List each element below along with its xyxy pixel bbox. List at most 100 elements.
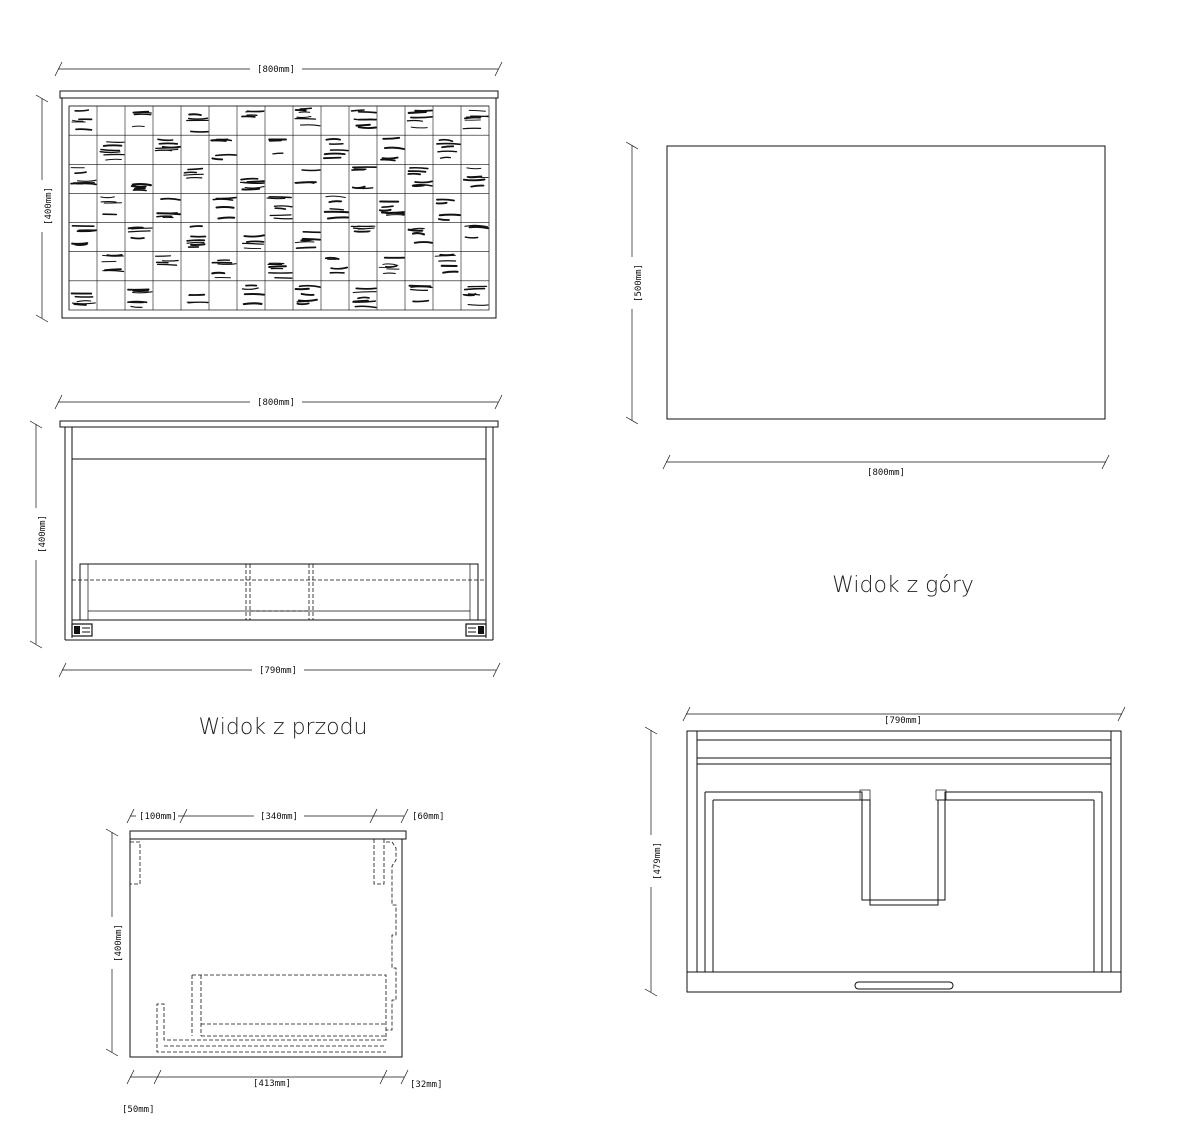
wood-grain-stroke [211, 157, 224, 161]
wood-grain-stroke [131, 182, 152, 187]
dimension-tick [644, 988, 658, 997]
wood-grain-stroke [386, 214, 405, 216]
wood-grain-stroke [272, 152, 284, 155]
siphon-cutout-inner [713, 799, 1094, 906]
dimension-label-bg [860, 467, 912, 477]
wood-grain-stroke [466, 176, 489, 179]
dimension-tick [54, 394, 63, 410]
wood-grain-stroke [215, 196, 237, 200]
wood-grain-stroke [71, 242, 89, 245]
dimension-tick [1117, 706, 1126, 722]
wood-grain-stroke [100, 201, 117, 203]
wood-grain-stroke [183, 171, 198, 174]
dimension-label-bg [252, 665, 304, 675]
wood-grain-stroke [406, 119, 424, 122]
wood-grain-stroke [434, 254, 456, 257]
wood-grain-stroke [436, 142, 461, 146]
wood-grain-stroke [412, 299, 430, 303]
wood-grain-stroke [273, 217, 293, 220]
wood-grain-stroke [468, 109, 486, 112]
dimension-label-inner-height: [400mm] [38, 515, 48, 553]
wood-grain-stroke [242, 302, 263, 306]
wood-grain-stroke [328, 200, 342, 203]
wood-grain-stroke [382, 263, 399, 266]
back-panel-hidden [386, 841, 397, 1031]
wood-grain-stroke [183, 173, 204, 176]
dimension-label-top-width: [800mm] [867, 468, 905, 478]
dimension-tick [35, 94, 49, 103]
mount-bracket-left [71, 623, 93, 637]
wood-grain-stroke [74, 243, 88, 247]
dimension-label-bg [250, 64, 302, 74]
caption-front-view: Widok z przodu [198, 715, 367, 740]
dimension-tick [1101, 454, 1110, 470]
wood-grain-stroke [462, 178, 486, 182]
wood-grain-stroke [378, 208, 392, 212]
wood-grain-stroke [413, 241, 433, 244]
wood-grain-stroke [410, 126, 428, 129]
dimension-label-bg [626, 257, 638, 309]
dimension-label-inner-bottom: [790mm] [259, 666, 297, 676]
wood-grain-stroke [355, 287, 377, 290]
wood-grain-stroke [132, 110, 150, 114]
wood-grain-stroke [299, 124, 321, 127]
wood-grain-stroke [414, 180, 433, 184]
wood-grain-stroke [241, 287, 259, 290]
cabinet-body [61, 97, 497, 319]
wood-grain-stroke [467, 293, 481, 296]
wood-grain-stroke [329, 149, 349, 152]
dimension-tick [400, 1069, 409, 1085]
wood-grain-stroke [326, 216, 349, 220]
wood-grain-stroke [76, 300, 92, 303]
wood-checker-pattern [68, 105, 489, 310]
wood-grain-stroke [158, 142, 179, 145]
dimension-tick [35, 314, 49, 323]
wood-grain-stroke [352, 300, 377, 303]
dimension-tick [625, 141, 639, 150]
wood-grain-stroke [246, 180, 265, 183]
wood-grain-stroke [357, 126, 377, 129]
wood-grain-stroke [438, 213, 461, 217]
dimension-label-side-right: [60mm] [412, 812, 445, 822]
wood-grain-stroke [410, 115, 433, 119]
wood-grain-stroke [464, 116, 481, 120]
wood-grain-stroke [73, 303, 87, 306]
wood-grain-stroke [127, 230, 151, 233]
wood-grain-stroke [435, 201, 448, 205]
dimension-tick [644, 726, 658, 735]
wood-grain-stroke [409, 288, 429, 292]
caption-top-view: Widok z góry [832, 573, 974, 598]
wood-grain-stroke [186, 176, 203, 179]
wood-grain-stroke [266, 197, 286, 200]
wood-grain-stroke [354, 305, 377, 309]
wood-grain-stroke [162, 259, 179, 262]
wood-grain-stroke [351, 185, 366, 189]
dimension-label-bg [136, 811, 178, 821]
wood-grain-stroke [155, 147, 179, 149]
dimension-tick [369, 808, 378, 824]
dimension-tick [662, 454, 671, 470]
wood-grain-stroke [74, 109, 90, 112]
wood-grain-stroke [75, 128, 93, 131]
wood-grain-stroke [302, 230, 321, 234]
front-view-inner: [800mm] [400mm] [29, 394, 503, 678]
dimension-label-bg [106, 917, 118, 969]
dimension-tick [126, 808, 135, 824]
dimension-tick [105, 828, 119, 837]
wood-grain-stroke [298, 284, 321, 288]
wood-grain-stroke [156, 215, 173, 218]
wood-grain-stroke [241, 242, 264, 245]
dimension-tick [625, 416, 639, 425]
wood-grain-stroke [350, 109, 365, 112]
wood-grain-stroke [100, 196, 115, 199]
drawer-handle [854, 981, 954, 990]
wood-grain-stroke [299, 107, 313, 110]
wood-grain-stroke [380, 158, 396, 162]
wood-grain-stroke [154, 149, 173, 152]
wood-grain-stroke [467, 304, 489, 306]
wood-grain-stroke [464, 225, 488, 228]
wood-grain-stroke [243, 234, 265, 238]
top-view: [500mm] [800mm] [625, 141, 1110, 478]
wood-grain-stroke [411, 232, 426, 236]
